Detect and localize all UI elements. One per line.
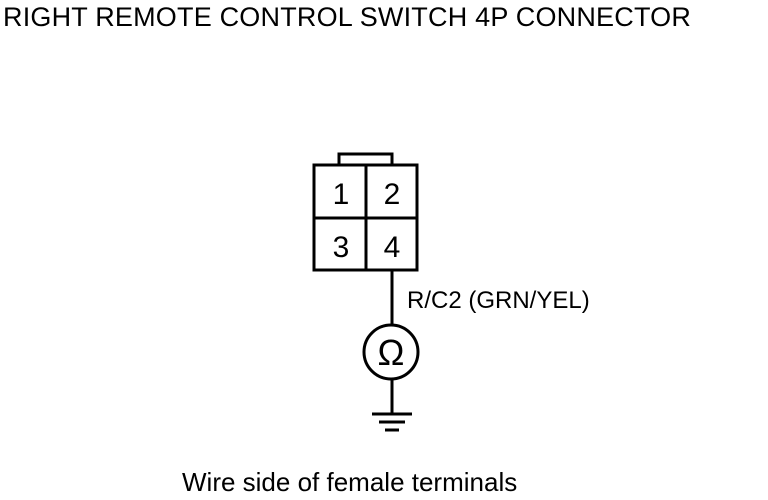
terminal-4: 4 [384, 231, 401, 264]
terminal-3: 3 [333, 231, 350, 264]
diagram-title: RIGHT REMOTE CONTROL SWITCH 4P CONNECTOR [3, 2, 692, 32]
connector-lock-tab [337, 152, 394, 167]
wire-label: R/C2 (GRN/YEL) [407, 287, 590, 314]
diagram-caption: Wire side of female terminals [182, 467, 518, 497]
connector-body [312, 163, 419, 272]
terminal-1: 1 [333, 178, 350, 211]
terminal-2: 2 [384, 178, 401, 211]
ground-icon [372, 412, 412, 432]
ohmmeter-icon: Ω [362, 323, 420, 381]
meter-symbol: Ω [378, 332, 405, 373]
